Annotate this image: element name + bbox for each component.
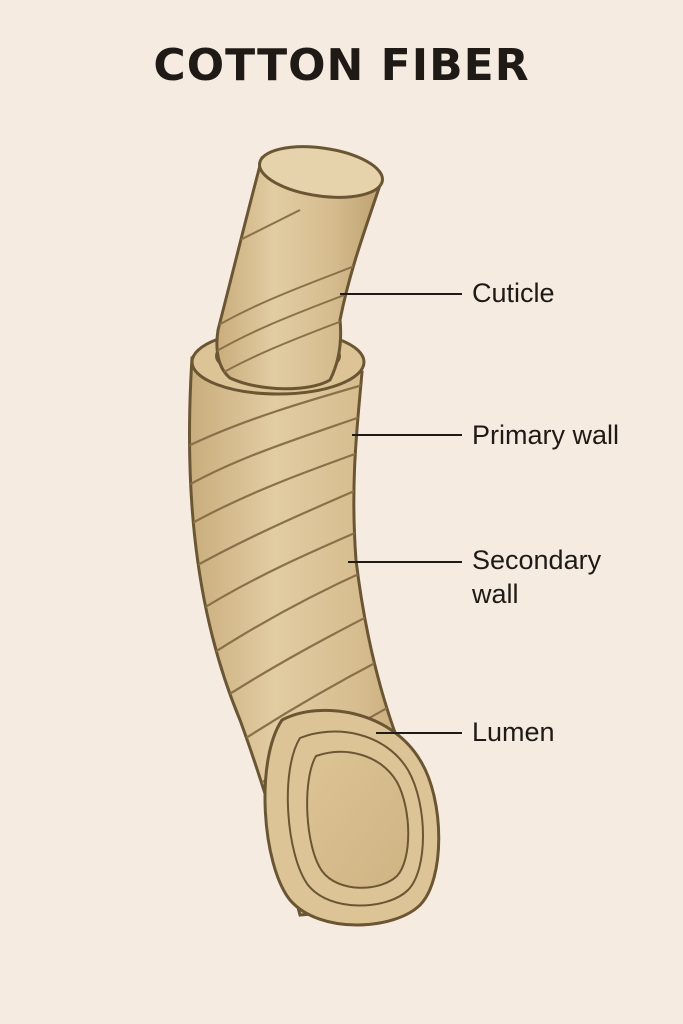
- label-secondary-wall: Secondary wall: [472, 543, 601, 611]
- fiber-upper-segment: [215, 145, 384, 391]
- label-secondary-wall-line1: Secondary: [472, 545, 602, 575]
- fiber-cross-section: [263, 708, 441, 927]
- label-secondary-wall-line2: wall: [472, 579, 519, 609]
- diagram-title: COTTON FIBER: [153, 40, 530, 91]
- leader-lines: [340, 293, 462, 734]
- lumen-cavity: [306, 750, 410, 889]
- label-cuticle: Cuticle: [472, 278, 555, 308]
- label-lumen: Lumen: [472, 717, 555, 747]
- label-primary-wall: Primary wall: [472, 420, 620, 450]
